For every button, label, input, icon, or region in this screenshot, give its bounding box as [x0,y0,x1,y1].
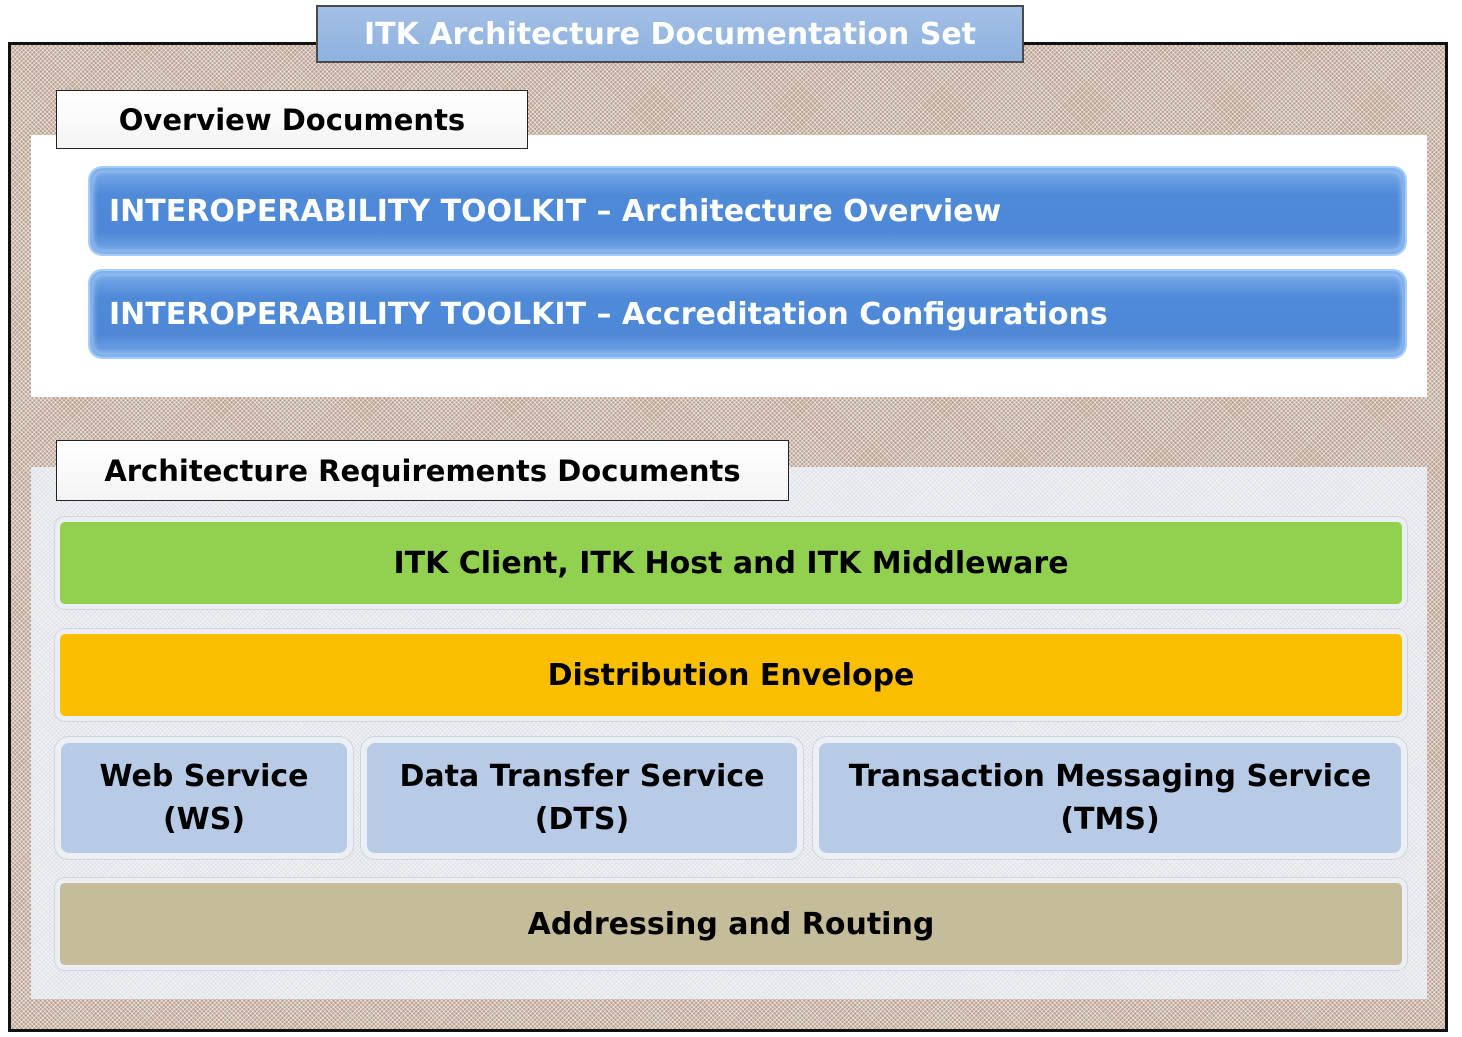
distribution-envelope-layer: Distribution Envelope [55,629,1407,721]
diagram-title: ITK Architecture Documentation Set [316,5,1024,63]
data-transfer-service-name: Data Transfer Service [399,758,765,794]
overview-section-label: Overview Documents [56,90,528,149]
accreditation-configurations-document: INTEROPERABILITY TOOLKIT – Accreditation… [90,271,1405,357]
web-service-box: Web Service (WS) [55,737,353,859]
transaction-messaging-service-abbr: (TMS) [1060,802,1160,837]
data-transfer-service-abbr: (DTS) [534,802,630,837]
data-transfer-service-box: Data Transfer Service (DTS) [361,737,803,859]
transaction-messaging-service-name: Transaction Messaging Service [848,758,1372,794]
addressing-routing-layer: Addressing and Routing [55,878,1407,970]
client-host-middleware-layer: ITK Client, ITK Host and ITK Middleware [55,517,1407,609]
web-service-abbr: (WS) [162,802,246,837]
transaction-messaging-service-box: Transaction Messaging Service (TMS) [813,737,1407,859]
web-service-name: Web Service [99,758,309,794]
architecture-overview-document: INTEROPERABILITY TOOLKIT – Architecture … [90,168,1405,254]
architecture-section-label: Architecture Requirements Documents [56,440,789,501]
